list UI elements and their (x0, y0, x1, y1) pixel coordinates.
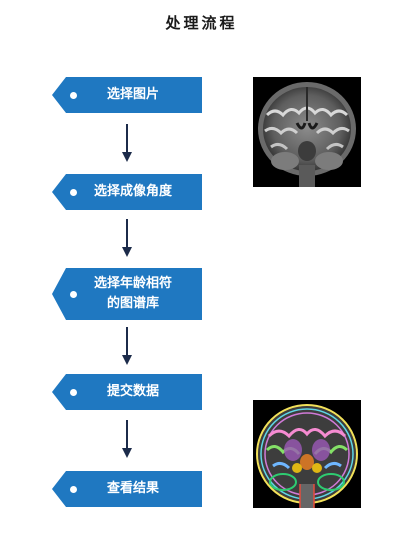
diagram-title: 处理流程 (165, 14, 238, 32)
step-label: 选择图片 (106, 87, 159, 102)
down-arrow (122, 327, 132, 365)
bullet-dot (70, 388, 77, 396)
down-arrow (122, 124, 132, 162)
step-label: 选择成像角度 (93, 184, 172, 199)
step-label: 提交数据 (106, 384, 159, 399)
bullet-dot (70, 290, 77, 298)
step-select-image[interactable]: 选择图片 (52, 77, 202, 113)
step-select-angle[interactable]: 选择成像角度 (52, 174, 202, 210)
bullet-dot (70, 91, 77, 99)
step-label: 查看结果 (106, 481, 159, 496)
down-arrow (122, 219, 132, 257)
step-label: 选择年龄相符的图谱库 (93, 276, 172, 311)
bullet-dot (70, 188, 77, 196)
segmentation-result-image (253, 400, 361, 508)
mri-input-image (253, 77, 361, 187)
step-select-atlas[interactable]: 选择年龄相符的图谱库 (52, 268, 202, 320)
bullet-dot (70, 485, 77, 493)
step-view-results[interactable]: 查看结果 (52, 471, 202, 507)
step-submit-data[interactable]: 提交数据 (52, 374, 202, 410)
down-arrow (122, 420, 132, 458)
